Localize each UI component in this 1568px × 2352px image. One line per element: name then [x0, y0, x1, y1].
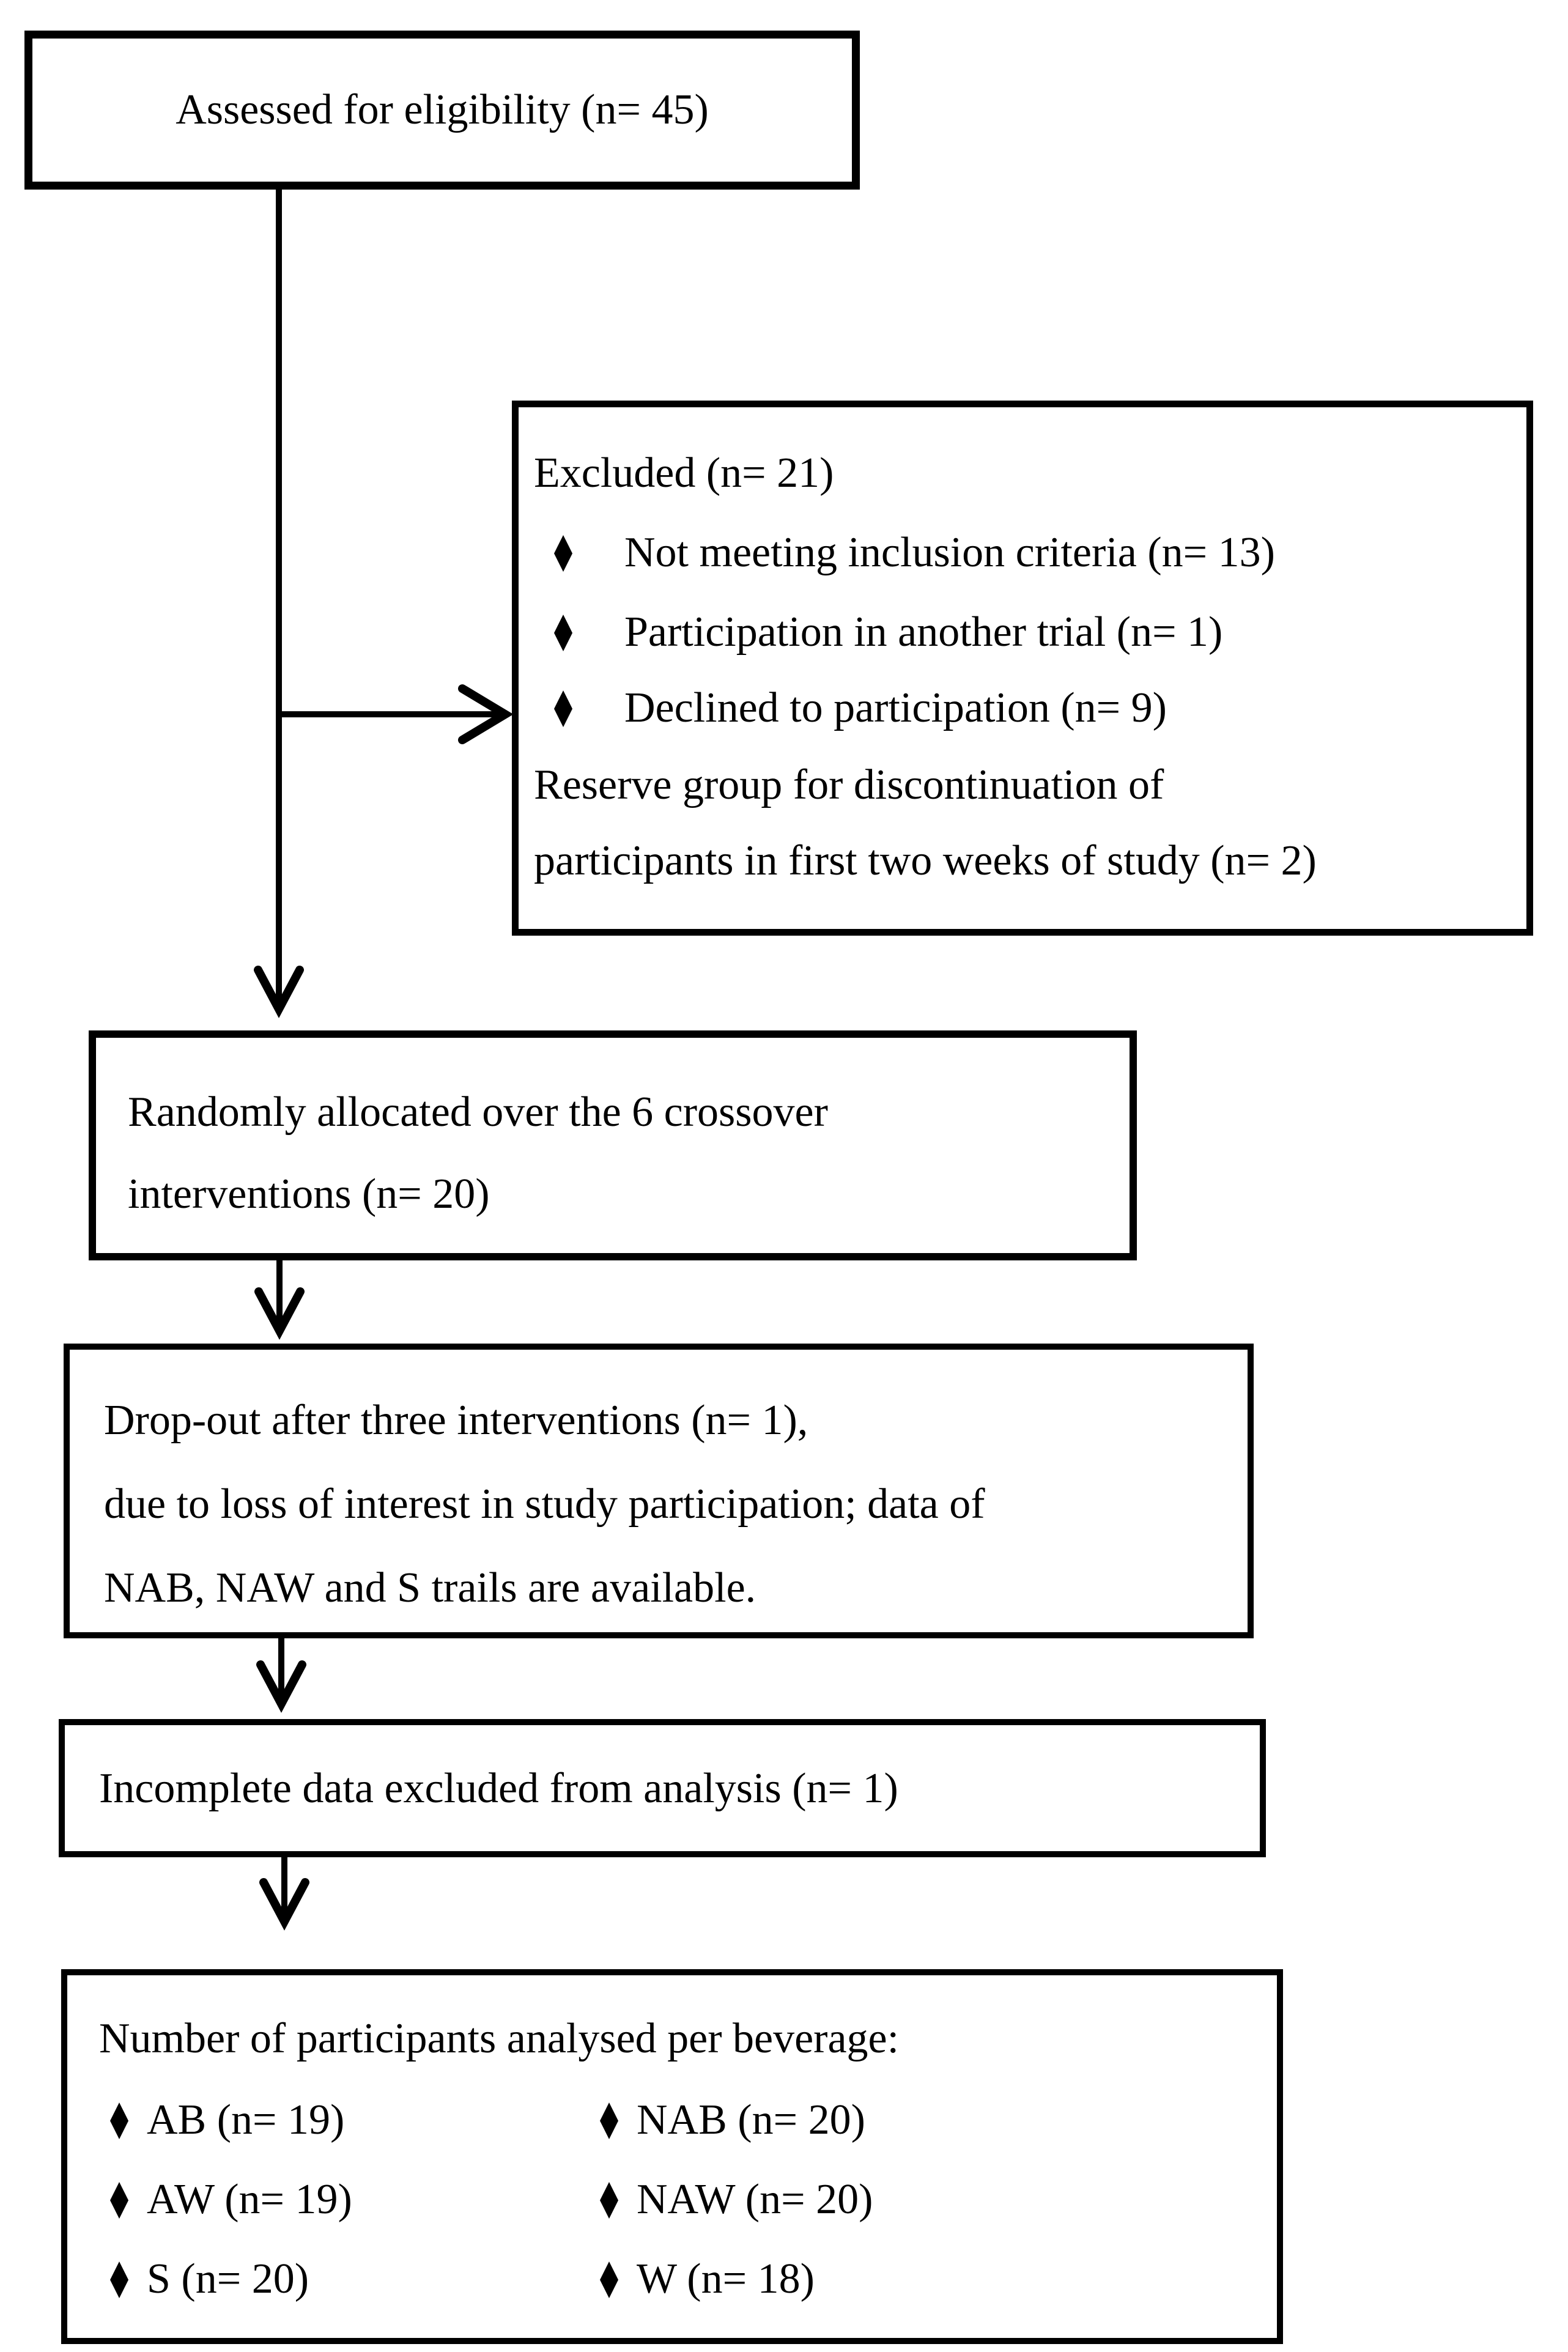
diamond-bullet-icon [600, 2261, 618, 2298]
analysed-item: NAB (n= 20) [600, 2099, 865, 2142]
diamond-bullet-icon [110, 2261, 128, 2298]
arrow-down-head-3 [256, 1660, 306, 1713]
dropout-line: due to loss of interest in study partici… [104, 1481, 985, 1528]
excluded-box: Excluded (n= 21) Not meeting inclusion c… [512, 401, 1533, 936]
excluded-bullet-line: Not meeting inclusion criteria (n= 13) [554, 531, 1275, 574]
analysed-item: AB (n= 19) [110, 2099, 344, 2142]
analysed-item-text: NAW (n= 20) [637, 2176, 873, 2223]
allocated-line: interventions (n= 20) [128, 1170, 490, 1218]
diamond-bullet-icon [554, 690, 572, 727]
allocated-box: Randomly allocated over the 6 crossover … [89, 1030, 1137, 1260]
arrow-down-head-1 [254, 966, 304, 1018]
analysed-item: AW (n= 19) [110, 2178, 352, 2221]
diamond-bullet-icon [554, 614, 572, 651]
analysed-box: Number of participants analysed per beve… [61, 1969, 1283, 2344]
excluded-note-line: participants in first two weeks of study… [534, 837, 1317, 884]
allocated-line: Randomly allocated over the 6 crossover [128, 1089, 828, 1136]
analysed-item-text: NAB (n= 20) [637, 2096, 865, 2143]
analysed-item-text: AB (n= 19) [147, 2096, 345, 2143]
diamond-bullet-icon [110, 2181, 128, 2219]
excluded-bullet-text: Not meeting inclusion criteria (n= 13) [624, 529, 1275, 576]
diamond-bullet-icon [554, 534, 572, 572]
assessed-text: Assessed for eligibility (n= 45) [176, 86, 709, 133]
arrow-down-head-4 [259, 1878, 309, 1931]
excluded-bullet-line: Participation in another trial (n= 1) [554, 611, 1222, 654]
analysed-title: Number of participants analysed per beve… [99, 2015, 900, 2062]
arrow-down-head-2 [254, 1287, 305, 1340]
diamond-bullet-icon [600, 2181, 618, 2219]
diamond-bullet-icon [600, 2102, 618, 2139]
excluded-note-line: Reserve group for discontinuation of [534, 761, 1164, 808]
analysed-item-text: S (n= 20) [147, 2255, 309, 2302]
analysed-item: NAW (n= 20) [600, 2178, 873, 2221]
excluded-title: Excluded (n= 21) [534, 449, 834, 497]
incomplete-box: Incomplete data excluded from analysis (… [59, 1719, 1266, 1857]
arrow-right-head [458, 684, 514, 744]
excluded-bullet-text: Declined to participation (n= 9) [624, 684, 1167, 731]
dropout-line: Drop-out after three interventions (n= 1… [104, 1397, 808, 1444]
diamond-bullet-icon [110, 2102, 128, 2139]
dropout-box: Drop-out after three interventions (n= 1… [64, 1344, 1254, 1638]
incomplete-text: Incomplete data excluded from analysis (… [99, 1765, 898, 1812]
assessed-box: Assessed for eligibility (n= 45) [24, 31, 860, 190]
analysed-item: W (n= 18) [600, 2258, 815, 2301]
excluded-bullet-line: Declined to participation (n= 9) [554, 687, 1167, 730]
analysed-item-text: W (n= 18) [637, 2255, 815, 2302]
dropout-line: NAB, NAW and S trails are available. [104, 1564, 756, 1611]
excluded-bullet-text: Participation in another trial (n= 1) [624, 608, 1223, 656]
analysed-item: S (n= 20) [110, 2258, 309, 2301]
analysed-item-text: AW (n= 19) [147, 2176, 352, 2223]
